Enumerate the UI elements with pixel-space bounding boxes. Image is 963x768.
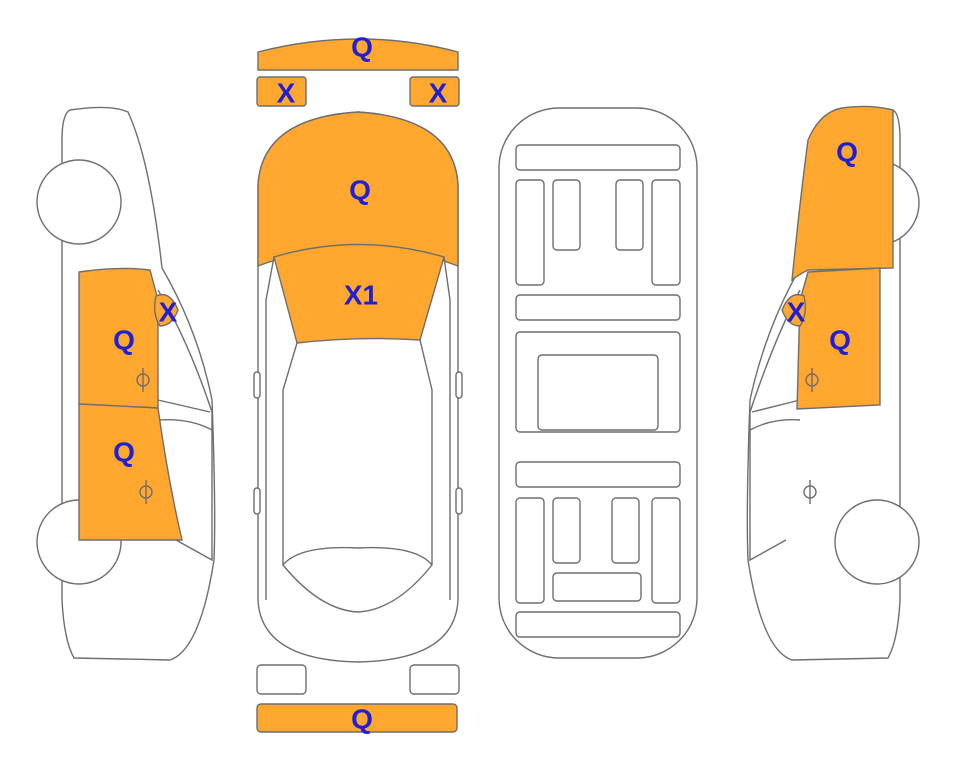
top-view: Q X X Q X1 Q [253, 32, 463, 735]
left-mirror-part[interactable] [153, 293, 179, 327]
right-front-fender-part[interactable] [791, 105, 894, 282]
left-headlight-part[interactable] [256, 76, 307, 107]
underside-view [498, 107, 698, 659]
left-front-door-part[interactable] [78, 267, 159, 409]
left-rear-door-label: Q [113, 437, 135, 468]
left-side-view: Q Q X [36, 106, 216, 661]
rear-bumper-part[interactable] [256, 703, 458, 733]
left-taillight-part[interactable] [256, 664, 307, 695]
left-front-door-label: Q [113, 325, 135, 356]
left-rear-door-part[interactable] [78, 403, 183, 541]
right-mirror-label: X [787, 297, 806, 328]
hood-label: Q [349, 175, 371, 206]
right-front-door-label: Q [829, 325, 851, 356]
rear-bumper-label: Q [351, 704, 373, 735]
front-bumper-part[interactable] [257, 38, 459, 71]
left-mirror-label: X [159, 297, 178, 328]
front-bumper-label: Q [351, 32, 373, 63]
right-front-fender-label: Q [836, 137, 858, 168]
right-taillight-part[interactable] [409, 664, 460, 695]
right-headlight-part[interactable] [409, 76, 460, 107]
right-headlight-label: X [429, 78, 448, 109]
left-headlight-label: X [277, 78, 296, 109]
right-mirror-part[interactable] [781, 293, 807, 327]
right-side-view: Q Q X [746, 105, 920, 661]
windshield-label: X1 [344, 280, 378, 311]
